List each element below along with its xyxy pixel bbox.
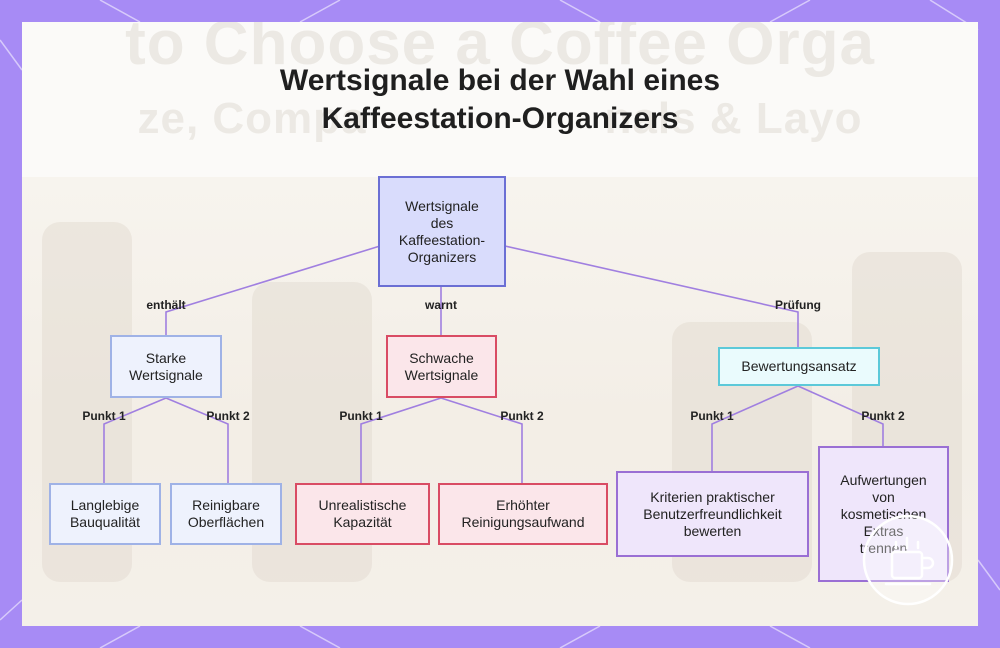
node-cleaning-effort: Erhöhter Reinigungsaufwand	[438, 483, 608, 545]
node-root-line: Wertsignale	[405, 197, 479, 214]
edge-label-approach-point-1: Punkt 1	[690, 409, 734, 423]
edge-label-contains: enthält	[146, 298, 186, 312]
node-durable-line: Langlebige	[70, 497, 140, 513]
node-weak-line: Wertsignale	[404, 366, 479, 383]
background-heading: to Choose a Coffee Orga	[125, 22, 875, 78]
edge-label-weak-point-2: Punkt 2	[500, 409, 544, 423]
edge-label-strong-point-1: Punkt 1	[82, 409, 126, 423]
edge-approach-upgrades	[797, 385, 884, 446]
node-usability-criteria: Kriterien praktischer Benutzerfreundlich…	[616, 471, 809, 557]
edge-label-warns: warnt	[424, 298, 458, 312]
title-line-1: Wertsignale bei der Wahl eines	[279, 64, 721, 97]
edge-weak-capacity	[360, 397, 442, 483]
edge-label-weak-point-1: Punkt 1	[339, 409, 383, 423]
node-strong-line: Starke	[145, 349, 187, 366]
node-capacity-line: Kapazität	[333, 514, 392, 530]
title-line-2: Kaffeestation-Organizers	[321, 102, 679, 135]
node-root-line: des	[430, 214, 454, 231]
edge-root-approach	[504, 245, 799, 347]
node-separate-upgrades: Aufwertungen von kosmetischen Extras tre…	[818, 446, 949, 582]
node-criteria-line: bewerten	[683, 522, 742, 539]
node-root: Wertsignale des Kaffeestation- Organizer…	[378, 176, 506, 287]
node-durable-build: Langlebige Bauqualität	[49, 483, 161, 545]
node-approach-line: Bewertungsansatz	[741, 358, 857, 374]
node-capacity-line: Unrealistische	[318, 497, 407, 513]
node-weak-line: Schwache	[409, 349, 474, 366]
background-subheading: ze, Compa nals & Layo	[137, 94, 863, 143]
edge-weak-cleaning	[440, 397, 523, 483]
edge-label-strong-point-2: Punkt 2	[206, 409, 250, 423]
edge-strong-cleanable	[165, 397, 229, 483]
node-root-line: Organizers	[407, 248, 477, 265]
node-durable-line: Bauqualität	[69, 514, 141, 530]
node-cleaning-line: Erhöhter	[496, 497, 550, 513]
node-cleaning-line: Reinigungsaufwand	[461, 514, 585, 530]
node-unrealistic-capacity: Unrealistische Kapazität	[295, 483, 430, 545]
node-upgrades-line: von	[872, 488, 895, 505]
node-upgrades-line: kosmetischen	[840, 505, 927, 522]
node-cleanable-surfaces: Reinigbare Oberflächen	[170, 483, 282, 545]
edge-label-approach-point-2: Punkt 2	[861, 409, 905, 423]
node-cleanable-line: Oberflächen	[187, 514, 265, 530]
coffee-station-icon	[862, 514, 954, 606]
edge-strong-durable	[103, 397, 167, 483]
edge-approach-criteria	[711, 385, 799, 471]
node-criteria-line: Kriterien praktischer	[650, 488, 775, 505]
node-criteria-line: Benutzerfreundlichkeit	[643, 505, 782, 522]
edge-label-review: Prüfung	[775, 298, 821, 312]
node-weak-signals: Schwache Wertsignale	[386, 335, 497, 398]
diagram-title: Wertsignale bei der Wahl eines Kaffeesta…	[22, 62, 978, 138]
node-root-line: Kaffeestation-	[398, 231, 486, 248]
node-strong-signals: Starke Wertsignale	[110, 335, 222, 398]
node-upgrades-line: Aufwertungen	[840, 471, 927, 488]
node-cleanable-line: Reinigbare	[192, 497, 260, 513]
node-strong-line: Wertsignale	[129, 366, 203, 383]
edge-root-strong	[165, 245, 381, 335]
node-evaluation-approach: Bewertungsansatz	[718, 347, 880, 386]
